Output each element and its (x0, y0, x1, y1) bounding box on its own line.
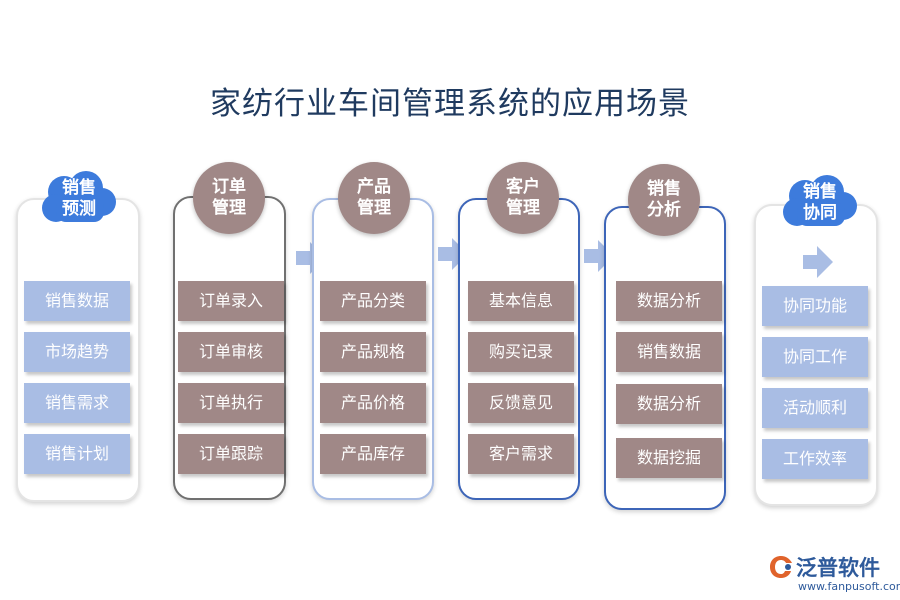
list-item: 销售需求 (24, 383, 130, 423)
column-header-line1: 销售 (647, 179, 681, 199)
list-item: 产品库存 (320, 434, 426, 474)
list-item: 订单录入 (178, 281, 284, 321)
list-item: 产品规格 (320, 332, 426, 372)
column-header-line1: 客户 (506, 177, 540, 197)
column-header-line2: 管理 (357, 198, 391, 218)
column-header-line2: 分析 (647, 200, 681, 220)
list-item: 订单审核 (178, 332, 284, 372)
list-item: 销售计划 (24, 434, 130, 474)
cloud-icon: 销售 预测 (38, 170, 120, 230)
column-header-line1: 销售 (62, 178, 96, 198)
list-item: 反馈意见 (468, 383, 574, 423)
fanpu-logo-icon (770, 556, 792, 578)
list-item: 基本信息 (468, 281, 574, 321)
list-item: 产品分类 (320, 281, 426, 321)
list-item: 销售数据 (616, 332, 722, 372)
logo-name: 泛普软件 (796, 556, 880, 580)
arrow-right-icon (803, 246, 833, 278)
list-item: 产品价格 (320, 383, 426, 423)
list-item: 工作效率 (762, 439, 868, 479)
logo-url: www.fanpusoft.com (798, 580, 900, 593)
cloud-icon: 销售 协同 (779, 174, 861, 234)
fanpu-logo: 泛普软件 www.fanpusoft.com (768, 552, 900, 594)
list-item: 协同工作 (762, 337, 868, 377)
list-item: 销售数据 (24, 281, 130, 321)
list-item: 订单执行 (178, 383, 284, 423)
column-header-line1: 产品 (357, 177, 391, 197)
column-header-circle: 产品 管理 (338, 162, 410, 234)
list-item: 数据分析 (616, 281, 722, 321)
list-item: 数据挖掘 (616, 438, 722, 478)
column-header-line2: 管理 (506, 198, 540, 218)
column-header-line1: 订单 (212, 177, 246, 197)
column-header-circle: 客户 管理 (487, 162, 559, 234)
list-item: 数据分析 (616, 384, 722, 424)
list-item: 订单跟踪 (178, 434, 284, 474)
column-header-line2: 协同 (803, 203, 837, 223)
list-item: 活动顺利 (762, 388, 868, 428)
list-item: 市场趋势 (24, 332, 130, 372)
column-header-circle: 订单 管理 (193, 162, 265, 234)
diagram-title: 家纺行业车间管理系统的应用场景 (210, 86, 690, 122)
column-header-line2: 管理 (212, 198, 246, 218)
list-item: 协同功能 (762, 286, 868, 326)
column-header-circle: 销售 分析 (628, 164, 700, 236)
arrow-right-icon (584, 240, 614, 272)
arrow-right-icon (296, 242, 326, 274)
column-header-line1: 销售 (803, 182, 837, 202)
column-header-line2: 预测 (62, 199, 96, 219)
list-item: 购买记录 (468, 332, 574, 372)
list-item: 客户需求 (468, 434, 574, 474)
arrow-right-icon (438, 238, 468, 270)
